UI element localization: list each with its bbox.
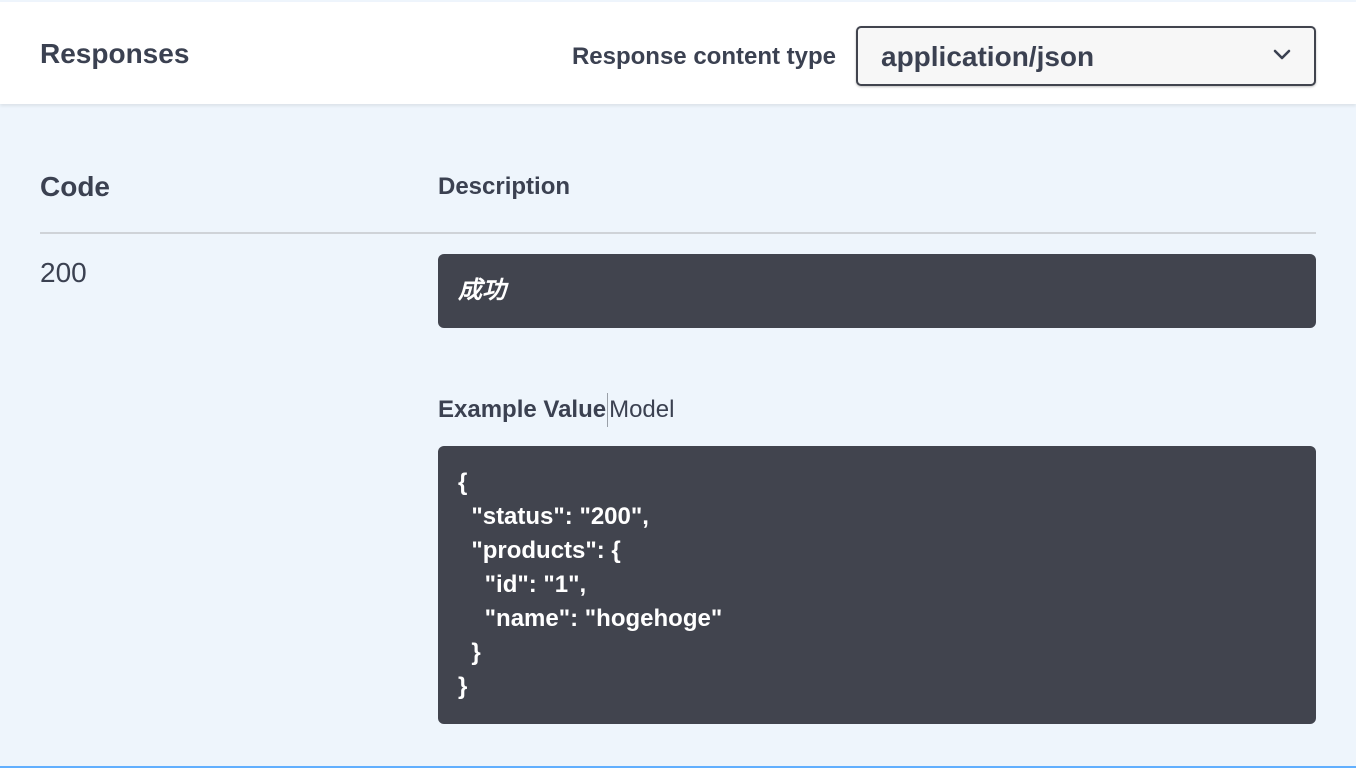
response-description-box: 成功 <box>438 254 1316 328</box>
tab-model[interactable]: Model <box>609 396 675 423</box>
column-header-description: Description <box>438 173 571 200</box>
example-value-code: { "status": "200", "products": { "id": "… <box>458 469 723 700</box>
response-code: 200 <box>40 257 87 288</box>
response-content-type-label: Response content type <box>571 43 836 70</box>
tab-example-value[interactable]: Example Value <box>438 396 607 423</box>
example-value-box: { "status": "200", "products": { "id": "… <box>438 446 1316 724</box>
column-header-code: Code <box>40 171 110 202</box>
responses-header: Responses Response content type applicat… <box>0 2 1356 104</box>
response-description: 成功 <box>458 277 506 304</box>
example-model-tabs: Example Value Model <box>438 393 674 427</box>
table-divider <box>40 232 1316 234</box>
response-content-type-value: application/json <box>881 41 1095 72</box>
chevron-down-icon <box>1273 49 1291 60</box>
response-content-type-select[interactable]: application/json <box>856 26 1316 86</box>
responses-title: Responses <box>40 38 190 69</box>
tab-separator <box>607 393 609 427</box>
